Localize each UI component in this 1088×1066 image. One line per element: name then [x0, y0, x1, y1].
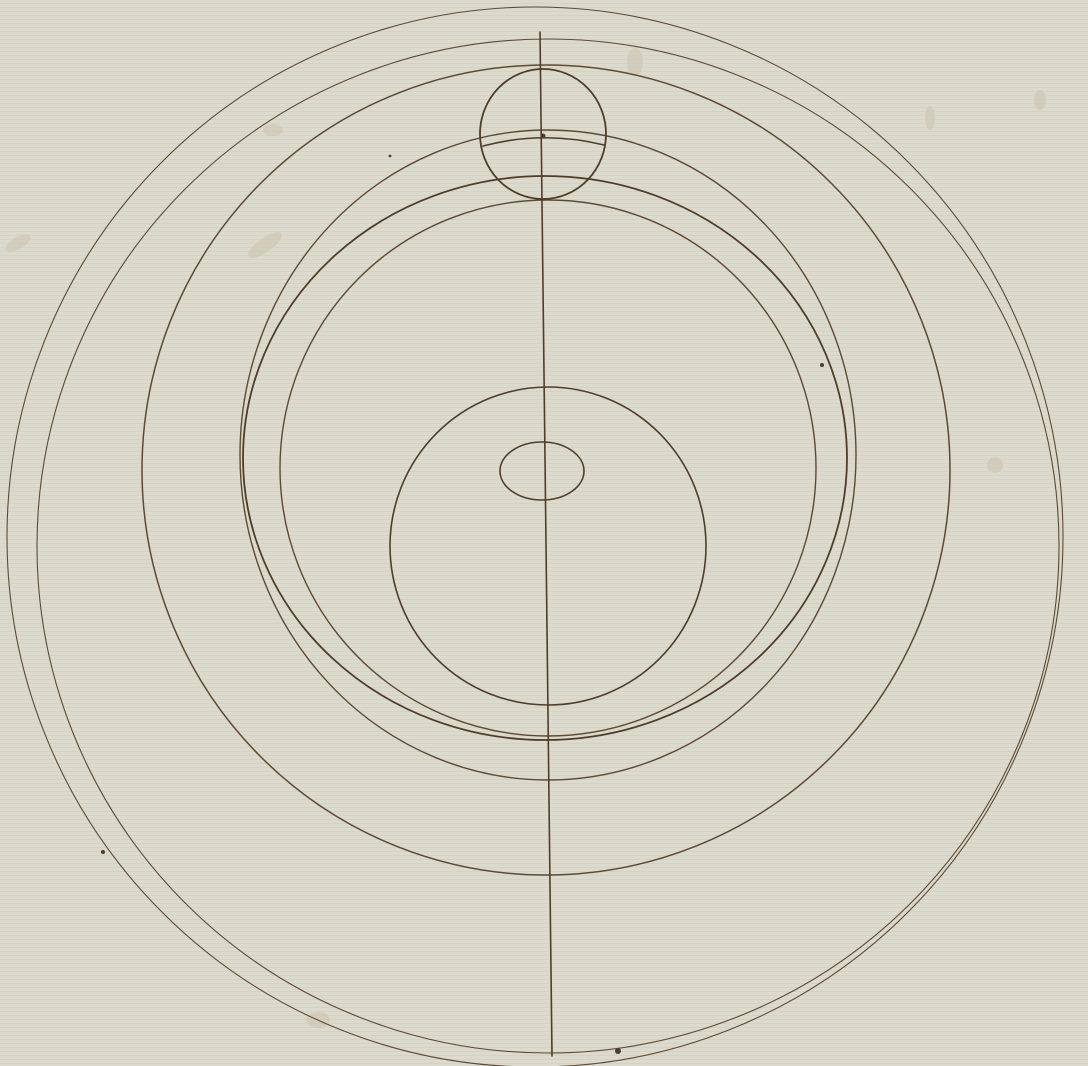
ink-dot — [820, 363, 824, 367]
paper-stain — [627, 48, 643, 76]
paper-stain — [987, 457, 1003, 473]
paper-stain — [925, 106, 935, 130]
paper-stain — [263, 124, 283, 136]
paper-stain — [1034, 90, 1046, 110]
ink-dot — [389, 155, 392, 158]
axis-mark-dot — [541, 134, 546, 139]
ink-dot — [101, 850, 105, 854]
ink-dot — [615, 1048, 621, 1054]
